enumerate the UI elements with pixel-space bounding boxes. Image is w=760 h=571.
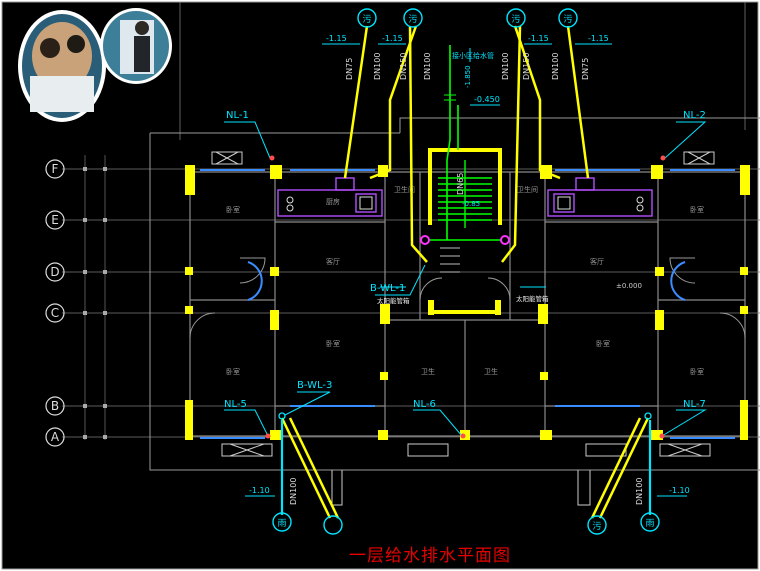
kitchen-counters (277, 177, 653, 217)
elevation-label: -0.85 (462, 200, 480, 208)
circle-label: 污 (592, 520, 601, 532)
diameter-label: DN150 (399, 53, 408, 80)
svg-text:卧室: 卧室 (596, 339, 610, 348)
elevation-label: -1.15 (588, 34, 609, 43)
diameter-label: DN100 (373, 53, 382, 80)
floor-drains (420, 235, 510, 245)
diameter-label: DN75 (581, 58, 590, 80)
floor-level: ±0.000 (616, 282, 642, 290)
dimension-ticks (83, 167, 107, 439)
drain-pipes-bottom (280, 417, 650, 519)
pipe-circles-small (278, 412, 652, 420)
drain-circles (272, 8, 660, 535)
circle-label: 雨 (277, 518, 286, 529)
elevation-label: -0.450 (474, 95, 500, 104)
elevation-leaders (245, 43, 687, 497)
pipe-label-nl7: NL-7 (683, 399, 706, 410)
svg-text:卫生间: 卫生间 (517, 185, 538, 194)
diameter-label: DN65 (456, 173, 465, 195)
circle-label: 污 (408, 13, 417, 25)
drawing-title: 一层给水排水平面图 (349, 546, 511, 566)
drain-pipes-top (343, 25, 590, 263)
svg-text:客厅: 客厅 (590, 257, 604, 266)
elevation-label: -1.10 (669, 486, 690, 495)
pipe-label-bwl1: B-WL-1 (370, 283, 405, 294)
structural-columns (185, 165, 750, 440)
axis-label-a: A (51, 430, 60, 444)
axis-label-c: C (51, 306, 59, 320)
stair-shaft-walls (428, 148, 502, 314)
building-outline (149, 117, 760, 471)
rain-pipes (280, 420, 652, 515)
axis-label-d: D (50, 265, 59, 279)
diameter-label: DN150 (522, 53, 531, 80)
diameter-label: DN100 (423, 53, 432, 80)
diameter-label: DN100 (551, 53, 560, 80)
circle-label: 污 (563, 13, 572, 25)
outer-equipment (211, 151, 715, 506)
svg-text:卫生: 卫生 (421, 367, 435, 376)
pipe-label-nl5: NL-5 (224, 399, 247, 410)
pipe-label-nl1: NL-1 (226, 110, 249, 121)
axis-label-f: F (52, 162, 59, 176)
axis-label-e: E (51, 213, 59, 227)
solar-note-right: 太阳能管箱 (516, 294, 549, 303)
pipe-label-nl2: NL-2 (683, 110, 706, 121)
circle-label: 污 (362, 13, 371, 25)
valve-marks (444, 94, 456, 101)
circle-label: 雨 (645, 518, 654, 529)
svg-text:卧室: 卧室 (226, 367, 240, 376)
svg-text:厨房: 厨房 (326, 197, 340, 206)
elevation-label: -1.10 (249, 486, 270, 495)
room-marks: 卧室 厨房 客厅 卧室 卧室 卫生 卫生 客厅 卧室 卧室 卧室 卫生间 卫生间 (226, 185, 704, 376)
svg-text:客厅: 客厅 (326, 257, 340, 266)
elevation-label: -1.850 (464, 65, 472, 88)
nl-leaders (224, 121, 707, 437)
window-bays (200, 169, 735, 439)
diameter-label: DN100 (635, 478, 644, 505)
axis-bubbles (45, 159, 65, 447)
diameter-label: DN100 (501, 53, 510, 80)
stoves (286, 196, 644, 212)
axis-label-b: B (51, 399, 59, 413)
svg-text:卧室: 卧室 (690, 205, 704, 214)
svg-text:卧室: 卧室 (690, 367, 704, 376)
elevation-label: -1.15 (382, 34, 403, 43)
solar-note-left: 太阳能管箱 (377, 296, 410, 305)
pipe-risers (265, 155, 666, 439)
svg-text:卧室: 卧室 (226, 205, 240, 214)
diameter-label: DN75 (345, 58, 354, 80)
pipe-label-bwl3: B-WL-3 (297, 380, 332, 391)
circle-label: 污 (511, 13, 520, 25)
svg-text:卧室: 卧室 (326, 339, 340, 348)
elevation-label: -1.15 (528, 34, 549, 43)
svg-text:卫生: 卫生 (484, 367, 498, 376)
supply-pipe (428, 45, 502, 241)
supply-note: 接小区给水管 (452, 51, 494, 60)
door-swings (189, 257, 746, 339)
svg-text:卫生间: 卫生间 (394, 185, 415, 194)
diameter-label: DN100 (289, 478, 298, 505)
elevation-label: -1.15 (326, 34, 347, 43)
pipe-label-nl6: NL-6 (413, 399, 436, 410)
business-photo (18, 8, 172, 122)
